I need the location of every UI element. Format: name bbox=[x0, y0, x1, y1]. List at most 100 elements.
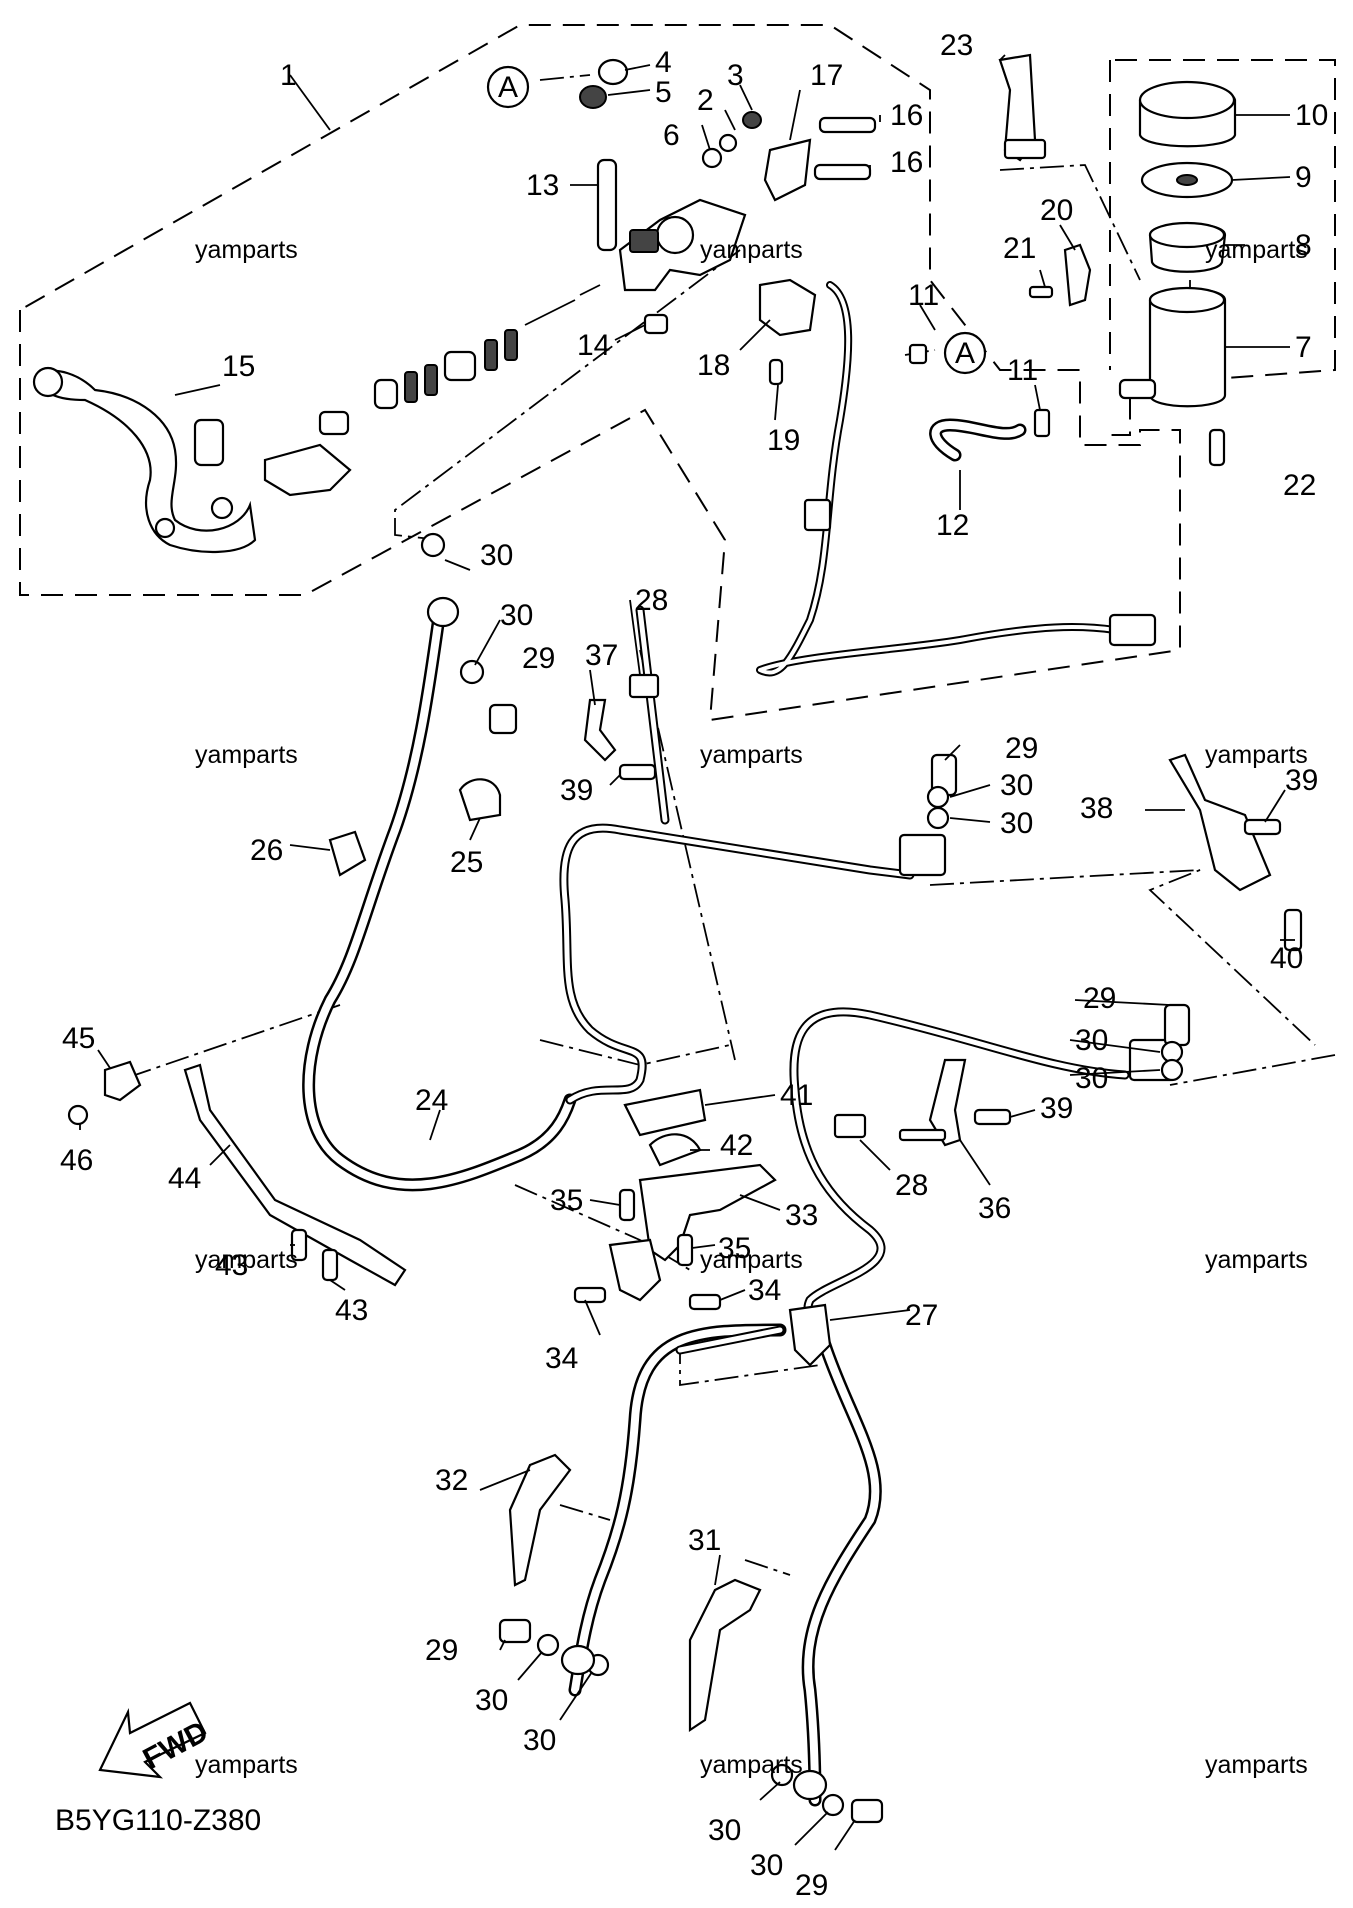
watermarks: yamparts yamparts yamparts yamparts yamp… bbox=[195, 236, 1308, 1779]
bolt-35-a bbox=[618, 1188, 636, 1222]
callout-18: 18 bbox=[697, 349, 730, 382]
callout-30-d: 30 bbox=[1000, 807, 1033, 840]
callout-30-e: 30 bbox=[1075, 1024, 1108, 1057]
washer-30-b bbox=[926, 806, 950, 830]
callout-35-b: 35 bbox=[718, 1232, 751, 1265]
bolt-35-b bbox=[676, 1233, 694, 1267]
watermark: yamparts bbox=[195, 1751, 298, 1779]
callout-45: 45 bbox=[62, 1022, 95, 1055]
washer-30-upper bbox=[420, 532, 446, 558]
wire-clamp bbox=[803, 498, 832, 532]
ref-line-hose-31 bbox=[744, 1559, 791, 1576]
bracket-32 bbox=[508, 1453, 572, 1587]
nut-14 bbox=[643, 313, 669, 335]
union-bolt-upper bbox=[488, 703, 518, 735]
bracket-38 bbox=[1168, 753, 1272, 892]
union-bolt-29-c bbox=[498, 1618, 532, 1644]
watermark: yamparts bbox=[1205, 1751, 1308, 1779]
callout-34-b: 34 bbox=[545, 1342, 578, 1375]
callout-34-a: 34 bbox=[748, 1274, 781, 1307]
callout-40: 40 bbox=[1270, 942, 1303, 975]
callout-30-f: 30 bbox=[1075, 1062, 1108, 1095]
callout-15: 15 bbox=[222, 350, 255, 383]
bolt-39-right bbox=[1243, 818, 1282, 836]
ref-line-right-2 bbox=[1169, 1054, 1336, 1086]
callout-27: 27 bbox=[905, 1299, 938, 1332]
callout-28-b: 28 bbox=[895, 1169, 928, 1202]
callout-46: 46 bbox=[60, 1144, 93, 1177]
lower-hardware bbox=[67, 673, 1303, 1824]
callout-29-d: 29 bbox=[425, 1634, 458, 1667]
screw-19 bbox=[768, 358, 784, 386]
brake-hose-32 bbox=[568, 1323, 787, 1697]
callout-3: 3 bbox=[727, 59, 744, 92]
callout-19: 19 bbox=[767, 424, 800, 457]
clip-28-lower bbox=[833, 1113, 867, 1139]
bracket-33 bbox=[638, 1163, 777, 1262]
bolt-39-mid bbox=[973, 1108, 1012, 1126]
watermark: yamparts bbox=[195, 741, 298, 769]
watermark: yamparts bbox=[195, 1246, 298, 1274]
callout-11-a: 11 bbox=[908, 279, 939, 312]
callout-9: 9 bbox=[1295, 161, 1312, 194]
callout-30-c: 30 bbox=[1000, 769, 1033, 802]
clamp-25 bbox=[458, 778, 502, 822]
brake-lever-15 bbox=[38, 370, 257, 553]
ref-line-bracket bbox=[134, 1004, 341, 1076]
ref-marker-a-right-label: A bbox=[955, 337, 975, 370]
callout-13: 13 bbox=[526, 169, 559, 202]
callout-30-i: 30 bbox=[708, 1814, 741, 1847]
callout-30-h: 30 bbox=[523, 1724, 556, 1757]
callout-30-b: 30 bbox=[500, 599, 533, 632]
joint-block-upper bbox=[898, 833, 947, 877]
callout-23: 23 bbox=[940, 29, 973, 62]
callout-36: 36 bbox=[978, 1192, 1011, 1225]
stay-20 bbox=[1063, 243, 1092, 307]
master-cylinder-piston-kit bbox=[373, 284, 601, 410]
callout-43-a: 43 bbox=[215, 1249, 248, 1282]
brake-hoses bbox=[302, 603, 882, 1807]
brake-pipes bbox=[559, 605, 1130, 1355]
reservoir-assembly bbox=[908, 53, 1237, 467]
callout-39-a: 39 bbox=[560, 774, 593, 807]
assembly-outlines bbox=[19, 24, 1336, 722]
callout-28-a: 28 bbox=[635, 584, 668, 617]
bolt-16-b bbox=[813, 163, 872, 181]
ref-line-hose-32 bbox=[559, 1504, 611, 1521]
washer-30-e bbox=[536, 1633, 560, 1657]
brake-switch-wire bbox=[756, 281, 1157, 677]
screw-21 bbox=[1028, 285, 1054, 299]
brake-switch-18 bbox=[758, 278, 817, 337]
callout-1: 1 bbox=[280, 59, 297, 92]
bolt-34-a bbox=[573, 1286, 607, 1304]
bracket-23 bbox=[998, 53, 1037, 162]
clamp-45 bbox=[103, 1060, 142, 1102]
hose-fitting-upper bbox=[426, 596, 460, 628]
ref-marker-a-top-label: A bbox=[498, 71, 518, 104]
union-bolt-29-b bbox=[1163, 1003, 1191, 1047]
watermark: yamparts bbox=[1205, 741, 1308, 769]
washer-30-a bbox=[926, 785, 950, 809]
union-bolt-29-d bbox=[850, 1798, 884, 1824]
clip-11-right bbox=[1033, 408, 1051, 438]
bracket-44 bbox=[183, 1063, 407, 1287]
ref-line-right-1 bbox=[929, 869, 1316, 1046]
callout-6: 6 bbox=[663, 119, 680, 152]
callout-29-a: 29 bbox=[522, 642, 555, 675]
callout-17: 17 bbox=[810, 59, 843, 92]
callout-44: 44 bbox=[168, 1162, 201, 1195]
callout-30-g: 30 bbox=[475, 1684, 508, 1717]
bolt-43-b bbox=[321, 1248, 339, 1282]
clamp-17 bbox=[763, 138, 812, 202]
watermark: yamparts bbox=[700, 741, 803, 769]
bracket-37 bbox=[583, 698, 617, 762]
reservoir-group-outline bbox=[1110, 59, 1336, 436]
watermark: yamparts bbox=[700, 1246, 803, 1274]
wire-connector bbox=[1108, 613, 1157, 647]
callout-leaders bbox=[79, 54, 1295, 1851]
bracket-31 bbox=[688, 1578, 762, 1733]
diagram-code: B5YG110-Z380 bbox=[55, 1804, 261, 1837]
ref-line-upper-right bbox=[999, 164, 1141, 281]
grommet-26 bbox=[328, 830, 367, 877]
screw-46 bbox=[67, 1104, 89, 1126]
